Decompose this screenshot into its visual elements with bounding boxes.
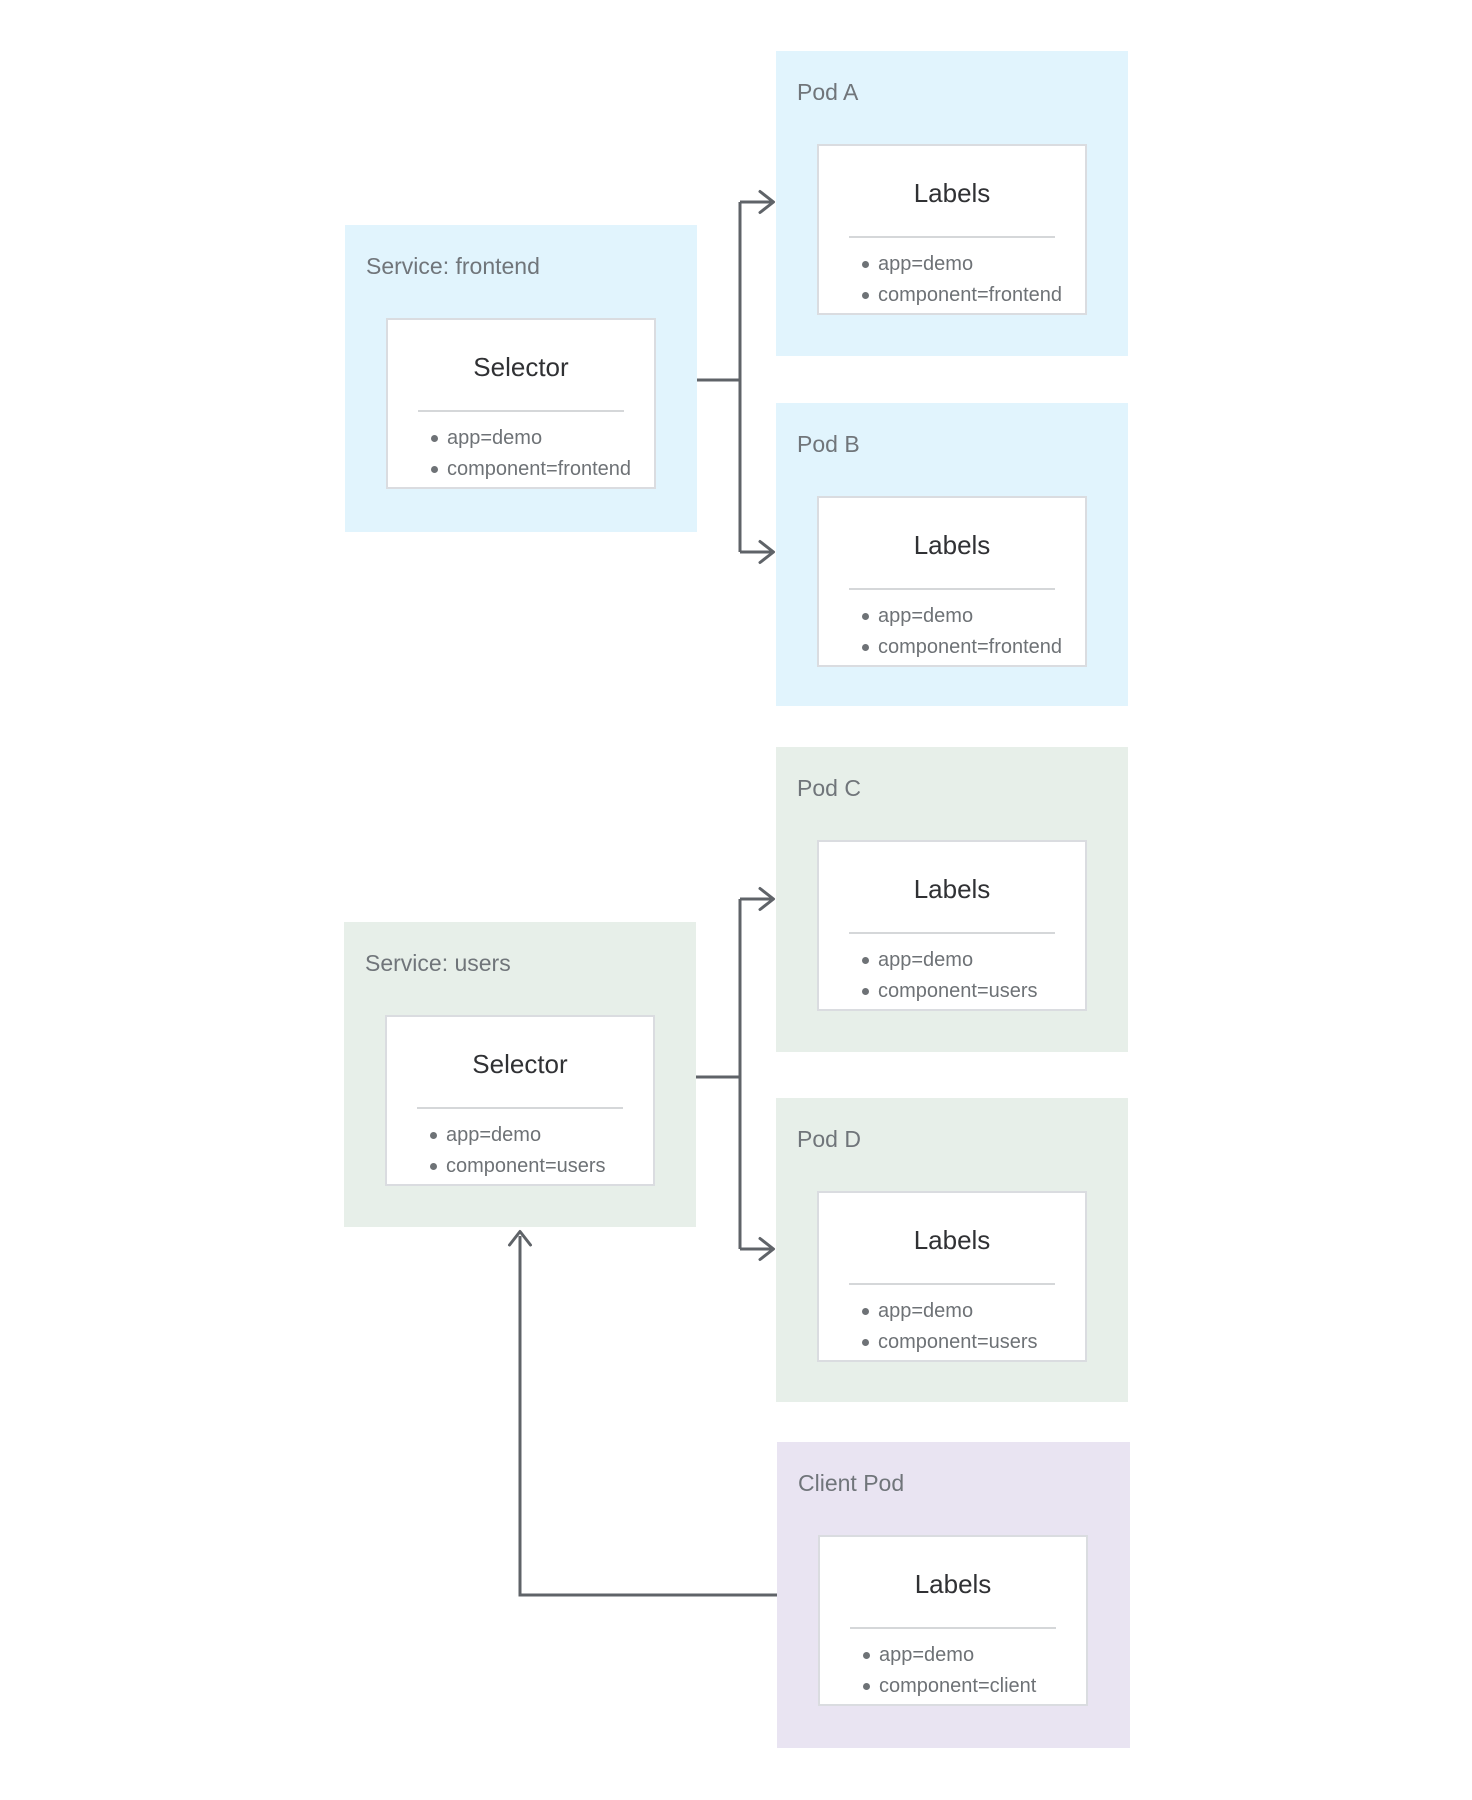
labels-item-list: app=demo component=users [819, 945, 1085, 1007]
label-item: app=demo [862, 1296, 1085, 1327]
label-item: component=users [862, 1327, 1085, 1358]
card-divider [418, 410, 624, 412]
selector-card-frontend: Selector app=demo component=frontend [386, 318, 656, 489]
arrowhead-pod-b-icon [758, 540, 775, 564]
client-pod-box: Client Pod Labels app=demo component=cli… [777, 1442, 1130, 1748]
label-item: component=frontend [431, 454, 654, 485]
card-divider [849, 932, 1055, 934]
pod-d-box: Pod D Labels app=demo component=users [776, 1098, 1128, 1402]
pod-c-title: Pod C [797, 775, 861, 801]
pod-b-title: Pod B [797, 431, 860, 457]
label-item: app=demo [862, 945, 1085, 976]
pod-d-title: Pod D [797, 1126, 861, 1152]
selector-item-list: app=demo component=frontend [388, 423, 654, 485]
labels-heading: Labels [913, 874, 991, 904]
card-divider [849, 588, 1055, 590]
label-item: component=client [863, 1671, 1086, 1702]
card-divider [849, 236, 1055, 238]
arrowhead-service-users-icon [508, 1230, 532, 1247]
pod-b-box: Pod B Labels app=demo component=frontend [776, 403, 1128, 706]
service-frontend-title: Service: frontend [366, 253, 540, 279]
selector-heading: Selector [473, 352, 569, 382]
label-item: component=users [430, 1151, 653, 1182]
arrowhead-pod-d-icon [758, 1237, 775, 1261]
labels-heading: Labels [913, 530, 991, 560]
service-users-title: Service: users [365, 950, 511, 976]
labels-card-pod-d: Labels app=demo component=users [817, 1191, 1087, 1362]
label-item: component=frontend [862, 632, 1085, 663]
card-divider [849, 1283, 1055, 1285]
label-item: app=demo [862, 249, 1085, 280]
service-frontend-box: Service: frontend Selector app=demo comp… [345, 225, 697, 532]
labels-card-client-pod: Labels app=demo component=client [818, 1535, 1088, 1706]
pod-a-box: Pod A Labels app=demo component=frontend [776, 51, 1128, 356]
labels-item-list: app=demo component=client [820, 1640, 1086, 1702]
label-item: app=demo [862, 601, 1085, 632]
label-item: component=frontend [862, 280, 1085, 311]
labels-heading: Labels [914, 1569, 992, 1599]
label-item: component=users [862, 976, 1085, 1007]
label-item: app=demo [863, 1640, 1086, 1671]
label-item: app=demo [430, 1120, 653, 1151]
selector-heading: Selector [472, 1049, 568, 1079]
connector-service-frontend [696, 200, 771, 554]
card-divider [850, 1627, 1056, 1629]
labels-card-pod-c: Labels app=demo component=users [817, 840, 1087, 1011]
labels-card-pod-b: Labels app=demo component=frontend [817, 496, 1087, 667]
label-item: app=demo [431, 423, 654, 454]
labels-heading: Labels [913, 178, 991, 208]
labels-card-pod-a: Labels app=demo component=frontend [817, 144, 1087, 315]
arrowhead-pod-a-icon [758, 190, 775, 214]
labels-heading: Labels [913, 1225, 991, 1255]
selector-item-list: app=demo component=users [387, 1120, 653, 1182]
pod-a-title: Pod A [797, 79, 859, 105]
connector-service-users [696, 897, 771, 1251]
selector-card-users: Selector app=demo component=users [385, 1015, 655, 1186]
client-pod-title: Client Pod [798, 1470, 905, 1496]
pod-c-box: Pod C Labels app=demo component=users [776, 747, 1128, 1052]
labels-item-list: app=demo component=frontend [819, 249, 1085, 311]
labels-item-list: app=demo component=frontend [819, 601, 1085, 663]
service-users-box: Service: users Selector app=demo compone… [344, 922, 696, 1227]
card-divider [417, 1107, 623, 1109]
arrowhead-pod-c-icon [758, 887, 775, 911]
connector-client-to-service-users [518, 1236, 777, 1597]
labels-item-list: app=demo component=users [819, 1296, 1085, 1358]
